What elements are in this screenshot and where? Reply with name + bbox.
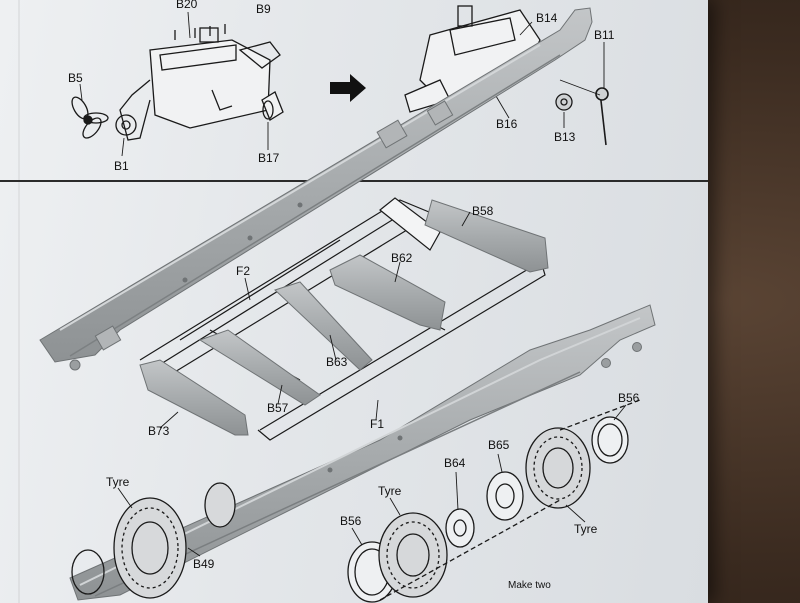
- label-b14: B14: [536, 11, 558, 25]
- upper-chassis-rail: [39, 7, 593, 371]
- fan-drawing: [71, 96, 109, 139]
- engine-drawing: [115, 24, 281, 141]
- sheet-fold-shadow: [18, 0, 20, 603]
- label-b17: B17: [258, 151, 280, 165]
- label-b63: B63: [326, 355, 348, 369]
- direction-arrow: [330, 74, 366, 102]
- label-tyre-right: Tyre: [574, 522, 598, 536]
- label-b49: B49: [193, 557, 215, 571]
- label-tyre-left: Tyre: [106, 475, 130, 489]
- label-f2: F2: [236, 264, 251, 278]
- leader-lines-bottom: [117, 211, 627, 557]
- label-b73: B73: [148, 424, 170, 438]
- label-b11: B11: [594, 28, 615, 42]
- b13-drawing: [555, 93, 573, 111]
- b57-part: [198, 329, 321, 406]
- label-b65: B65: [488, 438, 510, 452]
- b62-part: [329, 254, 446, 331]
- label-b9: B9: [256, 2, 271, 16]
- b73-part: [139, 359, 249, 436]
- label-f1: F1: [370, 417, 385, 431]
- b58-part: [424, 199, 549, 273]
- label-b56-bottom: B56: [340, 514, 362, 528]
- label-b1: B1: [114, 159, 129, 173]
- b11-drawing: [595, 87, 609, 146]
- wheel-assembly-drawing: [347, 399, 641, 603]
- label-b16: B16: [496, 117, 518, 131]
- label-tyre-mid: Tyre: [378, 484, 402, 498]
- label-b5: B5: [68, 71, 83, 85]
- make-two-note: Make two: [508, 580, 551, 591]
- label-b58: B58: [472, 204, 494, 218]
- label-b57: B57: [267, 401, 289, 415]
- label-b64: B64: [444, 456, 466, 470]
- leader-lines-top: [79, 11, 605, 157]
- label-b20: B20: [176, 0, 198, 11]
- left-tyre-drawing: [71, 482, 236, 599]
- b17-drawing: [261, 91, 284, 121]
- label-b13: B13: [554, 130, 576, 144]
- label-b56-top: B56: [618, 391, 640, 405]
- label-b62: B62: [391, 251, 413, 265]
